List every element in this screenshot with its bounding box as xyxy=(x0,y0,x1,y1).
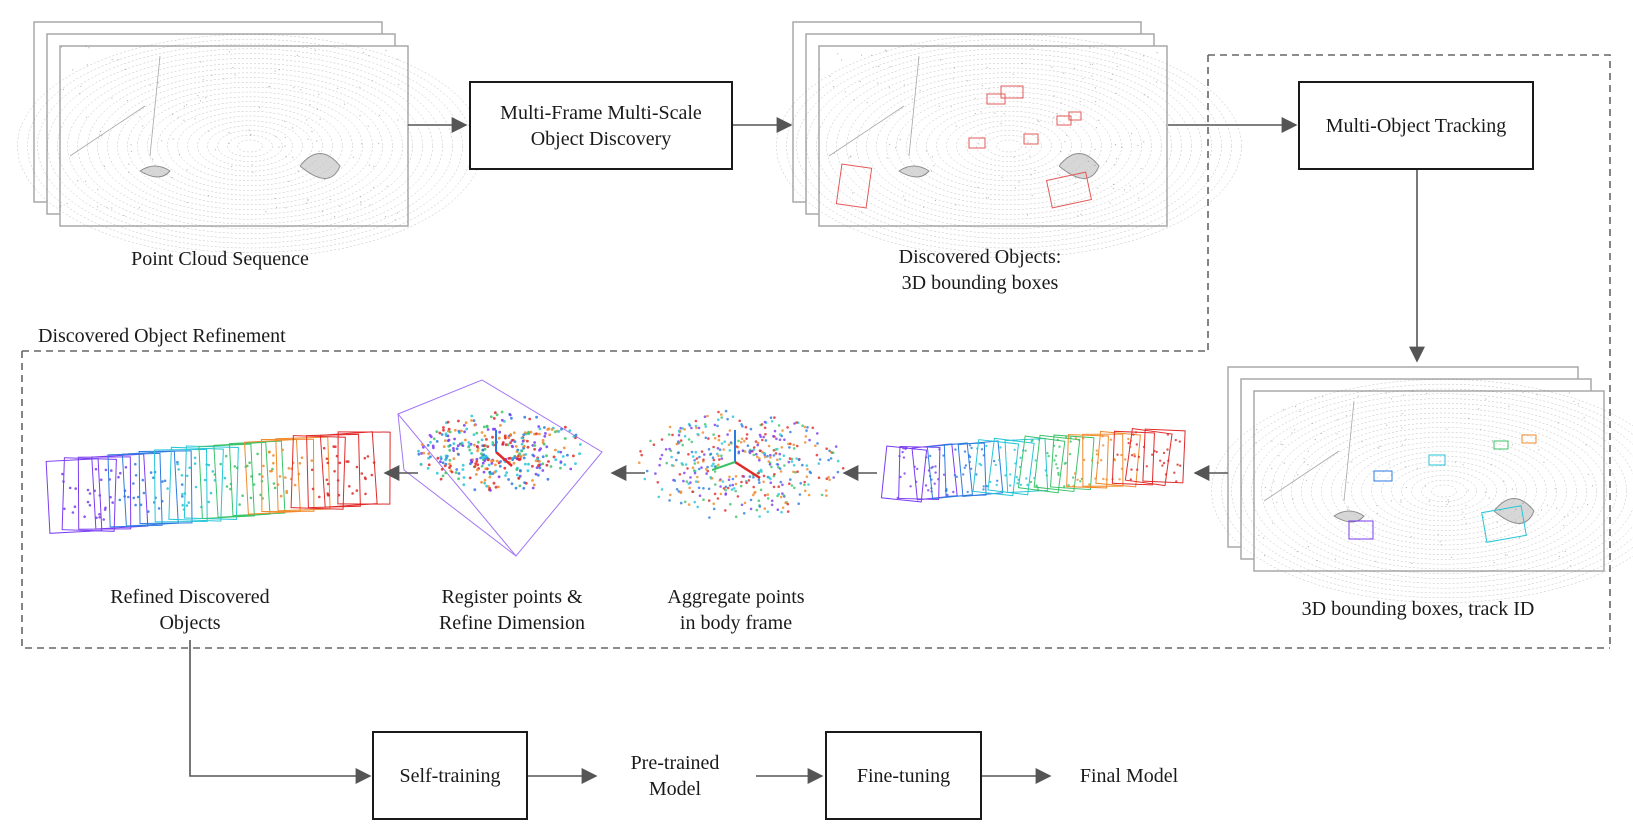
pretrained-model-label: Pre-trained Model xyxy=(630,752,720,800)
refined-objects-label: Refined Discovered Objects xyxy=(110,586,270,634)
tracking-dashed-region xyxy=(1208,54,1611,648)
registered-points-visual xyxy=(397,379,603,557)
self-training-box: Self-training xyxy=(372,731,528,820)
fine-tuning-box: Fine-tuning xyxy=(825,731,982,820)
tracked-object-boxes-visual xyxy=(880,428,1186,503)
object-discovery-box: Multi-Frame Multi-Scale Object Discovery xyxy=(469,81,733,170)
refined-objects-visual xyxy=(45,431,391,534)
multi-object-tracking-box: Multi-Object Tracking xyxy=(1298,81,1534,170)
tracked-boxes-label: 3D bounding boxes, track ID xyxy=(1301,598,1535,620)
discovered-objects-image xyxy=(776,21,1242,258)
aggregate-points-label: Aggregate points in body frame xyxy=(667,586,805,634)
point-cloud-sequence-image xyxy=(17,21,483,258)
refinement-group-title: Discovered Object Refinement xyxy=(38,325,286,347)
refinement-dashed-region xyxy=(21,350,1610,649)
aggregated-points-visual xyxy=(638,409,845,519)
point-cloud-sequence-label: Point Cloud Sequence xyxy=(131,248,309,270)
register-points-label: Register points & Refine Dimension xyxy=(438,586,586,634)
discovered-objects-label: Discovered Objects: 3D bounding boxes xyxy=(898,246,1062,294)
arrow-refined-to-selftraining xyxy=(189,640,372,784)
tracked-objects-image xyxy=(1211,366,1633,603)
final-model-label: Final Model xyxy=(1079,765,1179,787)
